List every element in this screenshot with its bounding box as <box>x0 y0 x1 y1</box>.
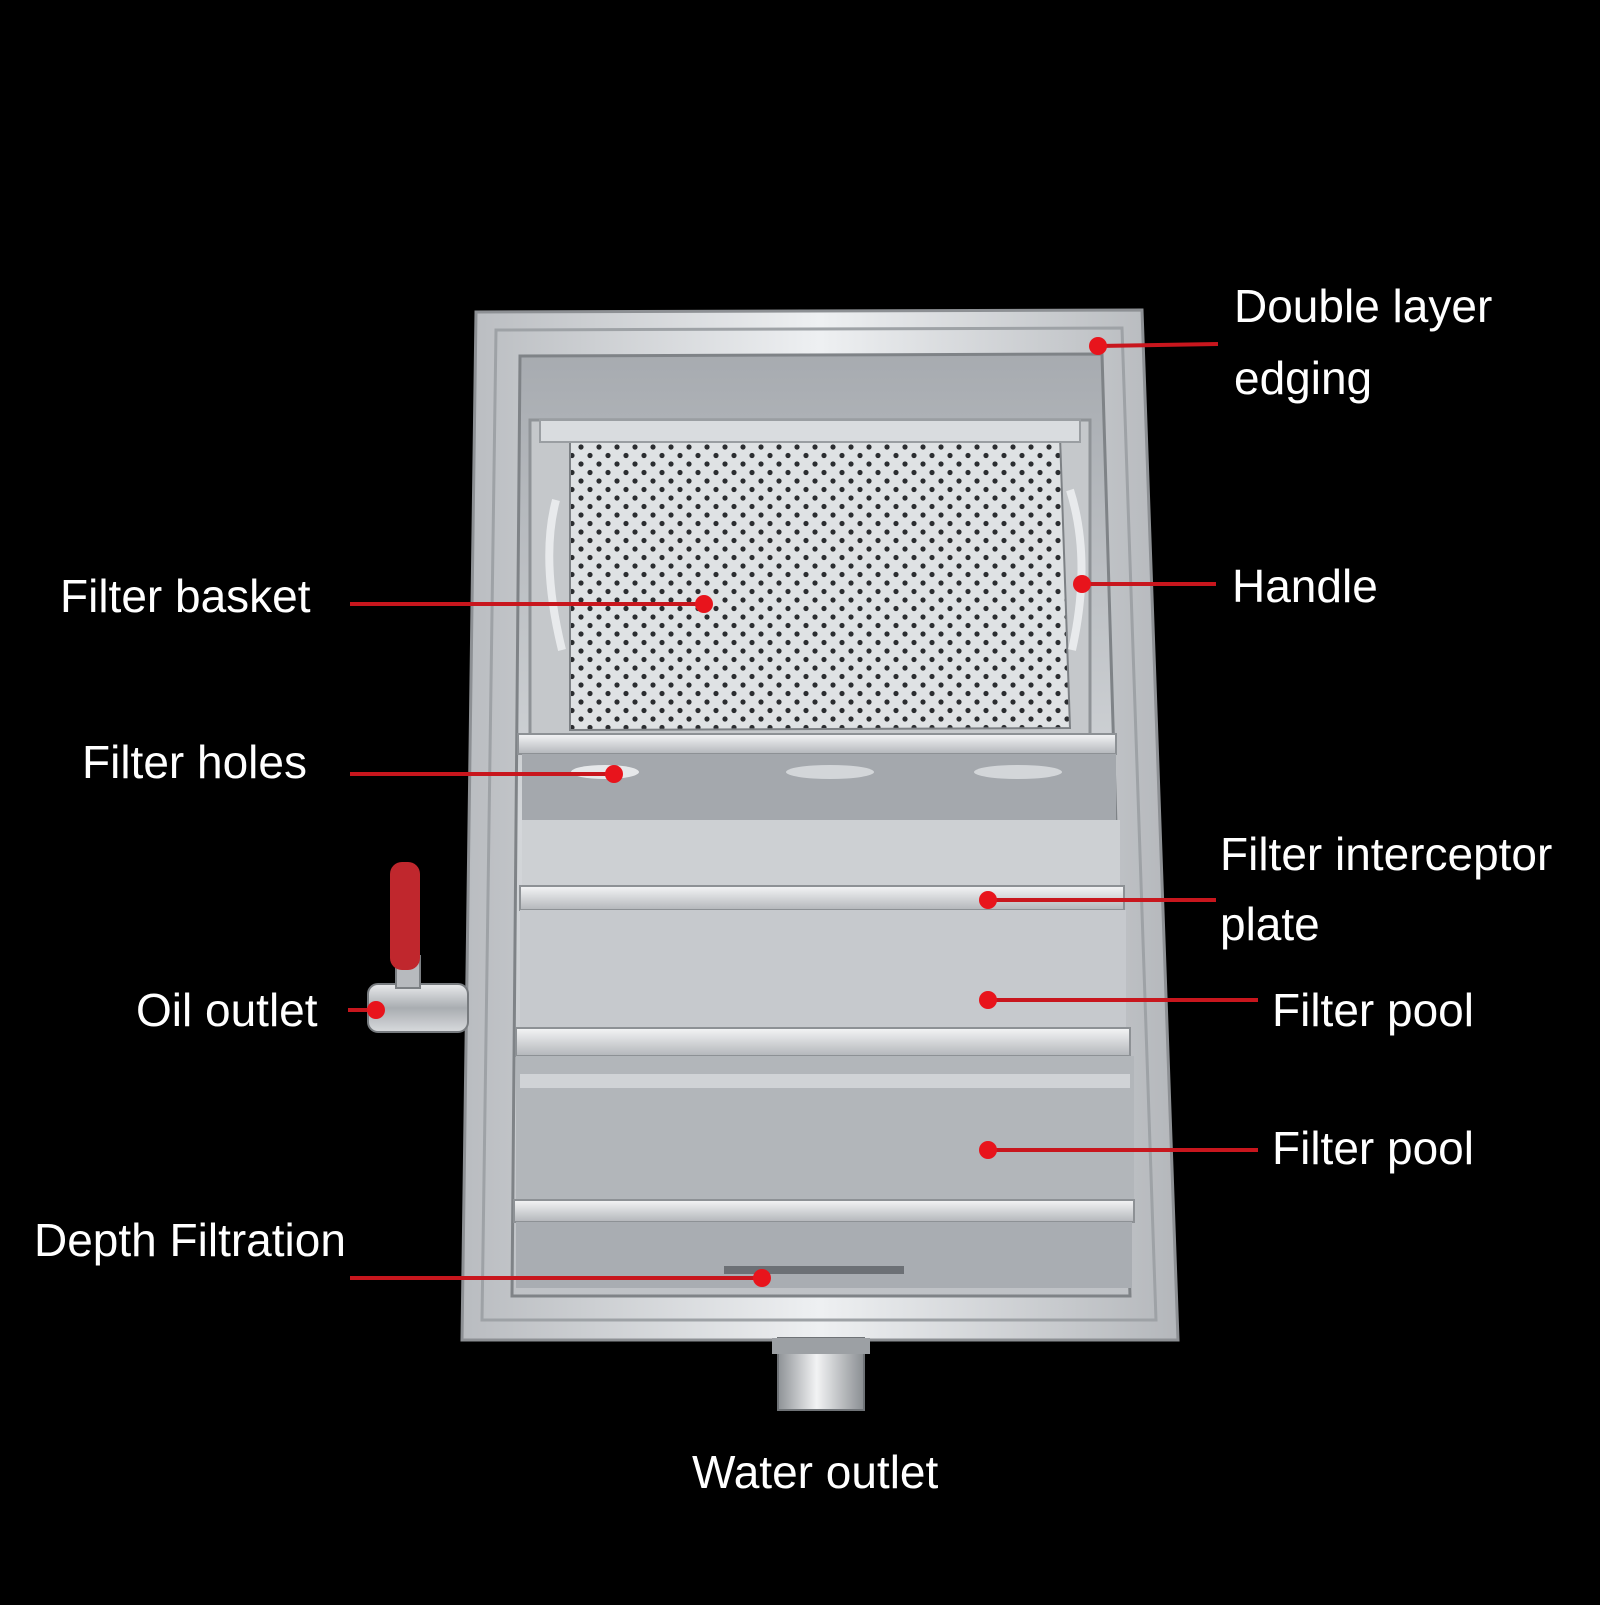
label-handle: Handle <box>1232 560 1378 612</box>
depth-filtration-pipe <box>724 1266 904 1274</box>
marker-dot-filter-pool-lower <box>979 1141 997 1159</box>
filter-pool-upper <box>520 910 1126 1028</box>
basket-shelf <box>517 733 1117 755</box>
label-filter-pool-lower: Filter pool <box>1272 1122 1474 1174</box>
filter-hole <box>974 765 1062 779</box>
leader-lines <box>348 337 1258 1287</box>
tank-inner-edge <box>480 326 1158 1322</box>
pool-divider-plate <box>515 1027 1131 1057</box>
filter-hole <box>786 765 874 779</box>
label-oil-outlet: Oil outlet <box>136 984 318 1036</box>
label-double-layer-edging-line2: edging <box>1234 352 1373 404</box>
marker-dot-filter-interceptor-plate <box>979 891 997 909</box>
pool-bottom-plate <box>513 1199 1135 1223</box>
filter-basket-perforated-panel <box>569 434 1072 732</box>
marker-dot-double-layer-edging <box>1089 337 1107 355</box>
label-filter-interceptor-plate-line1: Filter interceptor <box>1220 828 1553 880</box>
label-depth-filtration: Depth Filtration <box>34 1214 346 1266</box>
filter-holes-band <box>522 754 1116 820</box>
marker-dot-filter-pool-upper <box>979 991 997 1009</box>
marker-dot-filter-holes <box>605 765 623 783</box>
basket-handle-right <box>1066 488 1086 651</box>
label-water-outlet: Water outlet <box>692 1446 939 1498</box>
label-double-layer-edging-line1: Double layer <box>1234 280 1493 332</box>
chamber-upper-wall <box>522 820 1120 886</box>
filter-basket-rim <box>539 419 1081 443</box>
pool-lower-back-edge <box>520 1074 1130 1088</box>
label-filter-basket: Filter basket <box>60 570 311 622</box>
label-filter-interceptor-plate-line2: plate <box>1220 898 1320 950</box>
marker-dot-handle <box>1073 575 1091 593</box>
label-filter-holes: Filter holes <box>82 736 307 788</box>
oil-outlet-valve-handle <box>390 862 420 970</box>
marker-dot-filter-basket <box>695 595 713 613</box>
marker-dot-depth-filtration <box>753 1269 771 1287</box>
label-filter-pool-upper: Filter pool <box>1272 984 1474 1036</box>
water-outlet-pipe-collar <box>772 1338 870 1354</box>
basket-handle-left <box>545 498 566 651</box>
marker-dot-oil-outlet <box>367 1001 385 1019</box>
leader-line-double-layer-edging <box>1097 342 1219 348</box>
